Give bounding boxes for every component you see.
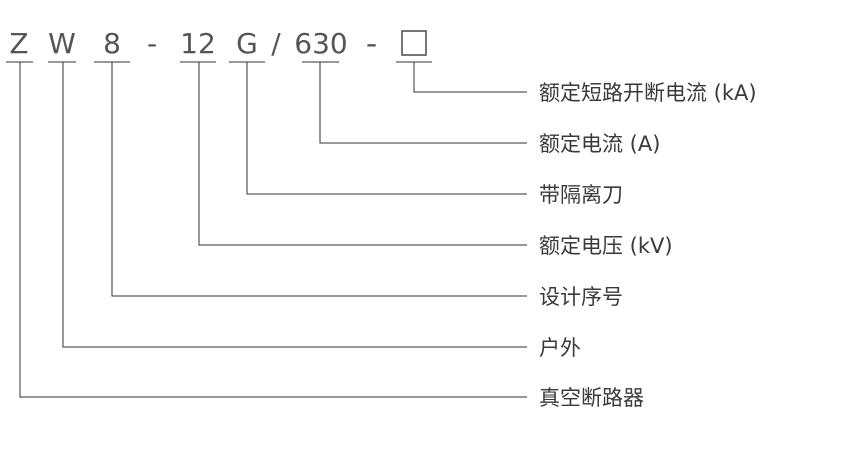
leader-current	[319, 62, 527, 144]
code-separator-dash-3: -	[367, 27, 377, 60]
leader-location	[62, 62, 527, 348]
code-separator-slash: /	[271, 27, 281, 60]
code-segment-breaking: □	[401, 30, 427, 56]
description-design: 设计序号	[539, 285, 623, 309]
leader-disconnector	[246, 62, 527, 195]
code-segment-current: 630	[294, 27, 347, 60]
description-voltage: 额定电压 (kV)	[539, 234, 673, 258]
code-segment-voltage: 12	[180, 27, 216, 60]
description-disconnector: 带隔离刀	[539, 183, 623, 207]
leader-lines	[19, 62, 527, 398]
model-code: Z W 8 - 12 G / 630 - -□	[9, 27, 427, 60]
code-separator-dash-1: -	[147, 27, 157, 60]
code-segment-design: 8	[103, 27, 121, 60]
code-separator-dash-2: -	[366, 27, 376, 60]
leader-breaking	[413, 62, 527, 93]
leader-voltage	[198, 62, 527, 246]
code-segment-location: W	[48, 27, 76, 60]
description-breaking: 额定短路开断电流 (kA)	[539, 81, 757, 105]
description-current: 额定电流 (A)	[539, 132, 660, 156]
code-segment-disconnector: G	[236, 27, 258, 60]
leader-design	[111, 62, 527, 297]
code-segment-series: Z	[9, 27, 28, 60]
description-location: 户外	[539, 336, 581, 360]
segment-descriptions: 额定短路开断电流 (kA) 额定电流 (A) 带隔离刀 额定电压 (kV) 设计…	[539, 81, 757, 410]
description-series: 真空断路器	[539, 386, 644, 410]
leader-series	[19, 62, 527, 398]
